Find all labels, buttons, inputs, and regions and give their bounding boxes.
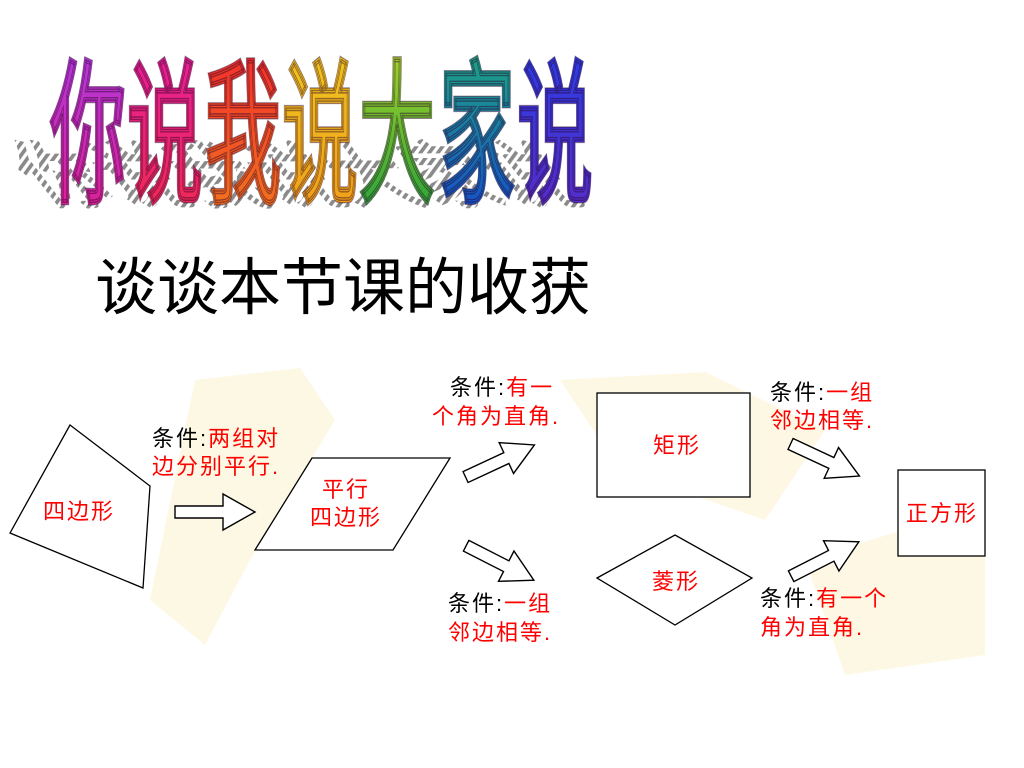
wordart-letters: 你 说 我 说 大 家 说 xyxy=(49,45,594,228)
title-char: 大 xyxy=(359,45,435,227)
condition-prefix: 条件: xyxy=(770,380,826,405)
condition-prefix: 条件: xyxy=(760,586,816,611)
arrow-up-right-icon xyxy=(787,539,861,583)
diagram-shapes xyxy=(9,392,986,626)
condition-text: 有一个 xyxy=(816,586,888,611)
rectangle-label: 矩形 xyxy=(653,433,701,458)
condition-line2: 个角为直角. xyxy=(432,404,560,429)
condition-line2: 角为直角. xyxy=(760,615,864,640)
condition-parallelogram-to-rectangle: 条件:有一 个角为直角. xyxy=(432,375,560,429)
condition-line1: 条件:两组对 xyxy=(152,426,280,451)
title-char: 家 xyxy=(439,45,515,227)
arrow-right-icon xyxy=(174,492,257,532)
arrow-down-right-icon xyxy=(787,437,861,480)
condition-line1: 条件:有一个 xyxy=(760,586,888,611)
condition-line1: 条件:一组 xyxy=(448,591,552,616)
condition-prefix: 条件: xyxy=(450,375,506,400)
arrow-down-right-icon xyxy=(462,539,536,583)
condition-text: 两组对 xyxy=(208,426,280,451)
diagram-labels: 四边形 平行 四边形 矩形 菱形 正方形 条件:两组对 边分别平行. 条件:有一… xyxy=(43,375,978,645)
quadrilateral-label: 四边形 xyxy=(43,499,115,524)
rectangle-shape xyxy=(596,392,751,498)
parallelogram-label-line1: 平行 xyxy=(322,477,370,502)
condition-line2: 邻边相等. xyxy=(448,620,552,645)
condition-text: 有一 xyxy=(506,375,554,400)
title-char: 说 xyxy=(517,45,593,227)
wordart-title: 你 说 我 说 大 家 说 你 说 我 说 大 家 说 xyxy=(0,45,600,228)
subtitle: 谈谈本节课的收获 xyxy=(95,255,592,323)
condition-line1: 条件:有一 xyxy=(450,375,554,400)
title-char: 你 xyxy=(49,45,126,227)
arrow-up-right-icon xyxy=(462,441,536,484)
square-label: 正方形 xyxy=(906,501,978,526)
condition-rectangle-to-square: 条件:一组 邻边相等. xyxy=(770,380,874,433)
quadrilateral-shape xyxy=(9,424,151,589)
rhombus-shape xyxy=(595,534,754,626)
parallelogram-shape xyxy=(253,457,452,551)
condition-text: 一组 xyxy=(504,591,552,616)
rhombus-label: 菱形 xyxy=(652,569,700,594)
condition-line2: 边分别平行. xyxy=(152,454,280,479)
wordart-shadow: 你 说 我 说 大 家 说 xyxy=(0,135,600,219)
condition-prefix: 条件: xyxy=(448,591,504,616)
condition-quadrilateral-to-parallelogram: 条件:两组对 边分别平行. xyxy=(152,426,280,479)
condition-line1: 条件:一组 xyxy=(770,380,874,405)
condition-text: 一组 xyxy=(826,380,874,405)
condition-prefix: 条件: xyxy=(152,426,208,451)
condition-line2: 邻边相等. xyxy=(770,408,874,433)
condition-rhombus-to-square: 条件:有一个 角为直角. xyxy=(760,586,888,640)
condition-parallelogram-to-rhombus: 条件:一组 邻边相等. xyxy=(448,591,552,645)
parallelogram-label-line2: 四边形 xyxy=(310,505,382,530)
title-char: 说 xyxy=(282,45,358,227)
title-char: 我 xyxy=(205,45,281,227)
square-shape xyxy=(897,469,986,557)
title-char: 说 xyxy=(127,45,203,227)
